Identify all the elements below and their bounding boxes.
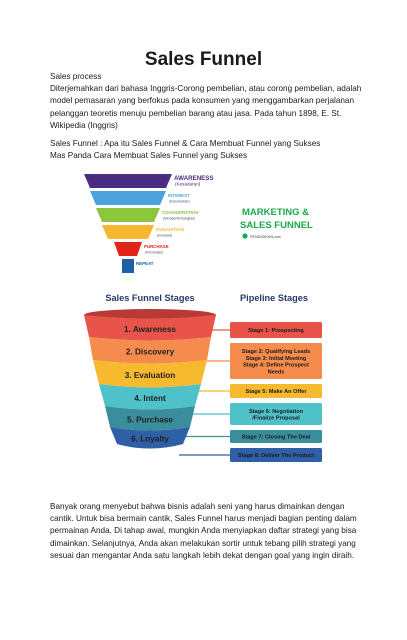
funnel-stage-purchase: [114, 242, 142, 256]
brand-logo-icon: [242, 233, 248, 239]
pipeline-stage-box: [230, 322, 322, 338]
pipeline-stage-label: Stage 7: Closing The Deal: [242, 435, 311, 441]
funnel-stage-band: [99, 384, 201, 410]
intro-paragraph: Diterjemahkan dari bahasa Inggris-Corong…: [50, 84, 362, 130]
marketing-funnel-figure: AWARENESS(Kesadaran) INTEREST (Ketertarika…: [84, 174, 313, 273]
subtitle-line-1: Sales Funnel : Apa itu Sales Funnel & Ca…: [50, 139, 321, 148]
subtitle-section: Sales Funnel : Apa itu Sales Funnel & Ca…: [50, 138, 370, 162]
funnel-stage-consideration: [96, 208, 160, 222]
pipeline-stage-box: [230, 343, 322, 379]
pipeline-stage-label: Stage 1: Prospecting: [248, 328, 304, 334]
funnel-stage-evaluation: [102, 225, 154, 239]
funnel-stage-label: 3. Evaluation: [125, 371, 176, 380]
funnel-stage-label: 1. Awareness: [124, 325, 176, 334]
intro-section: Sales process Diterjemahkan dari bahasa …: [50, 71, 370, 132]
badge-line-1: MARKETING &: [242, 207, 309, 218]
funnel-stage-sublabel: (Mempertimbangkan): [163, 217, 195, 221]
funnel-stage-label: 4. Intent: [134, 394, 166, 403]
funnel-stage-label: 2. Discovery: [126, 348, 175, 357]
sales-pipeline-figure: Sales Funnel Stages Pipeline Stages 1. A…: [84, 293, 322, 462]
intro-heading: Sales process: [50, 72, 102, 81]
funnel-stage-sublabel: (Evaluasi): [157, 234, 172, 238]
funnel-stage-repeat: [122, 259, 134, 273]
funnel-stage-band: [110, 427, 190, 448]
funnel-stages-heading: Sales Funnel Stages: [105, 293, 194, 303]
badge-brand: PENDIDIKAN.com: [250, 235, 281, 239]
pipeline-stage-label: Stage 8: Deliver The Product: [238, 453, 314, 459]
funnel-stage-awareness: [84, 174, 172, 188]
pipeline-stages-heading: Pipeline Stages: [240, 293, 308, 303]
pipeline-stage-label: Stage 5: Make An Offer: [245, 389, 307, 395]
funnel-bottom-cap: [117, 444, 183, 449]
funnel-stage-label: AWARENESS: [174, 175, 214, 182]
funnel-stage-band: [93, 360, 207, 388]
pipeline-stage-box: [230, 430, 322, 443]
funnel-stage-interest: [90, 191, 166, 205]
document-title: Sales Funnel: [144, 49, 263, 70]
pipeline-stage-box: [230, 403, 322, 425]
funnel-stage-band: [84, 315, 216, 341]
pipeline-stage-label: Stage 6: Negotiation/Finalize Proposal: [249, 409, 304, 422]
funnel-stage-band: [89, 337, 211, 364]
funnel-stage-label: 6. Loyalty: [131, 435, 169, 444]
funnel-stage-label: REPEAT: [136, 261, 154, 266]
funnel-stage-label: INTEREST: [168, 193, 190, 198]
pipeline-stage-box: [230, 448, 322, 462]
closing-section: Banyak orang menyebut bahwa bisnis adala…: [50, 501, 370, 562]
funnel-stage-label: PURCHASE: [144, 244, 169, 249]
pipeline-stage-box: [230, 384, 322, 398]
funnel-stage-sublabel: (Ketertarikan): [169, 200, 190, 204]
closing-paragraph: Banyak orang menyebut bahwa bisnis adala…: [50, 502, 357, 560]
funnel-stage-sublabel: (Kesadaran): [175, 182, 201, 187]
funnel-stage-label: EVALUATION: [156, 227, 184, 232]
funnel-stage-label: 5. Purchase: [127, 416, 173, 425]
funnel-stage-label: CONSIDERATION: [162, 210, 199, 215]
funnel-stage-band: [105, 406, 195, 431]
funnel-stage-sublabel: (Pembelian): [145, 251, 163, 255]
subtitle-line-2: Mas Panda Cara Membuat Sales Funnel yang…: [50, 151, 248, 161]
badge-line-2: SALES FUNNEL: [240, 220, 313, 231]
